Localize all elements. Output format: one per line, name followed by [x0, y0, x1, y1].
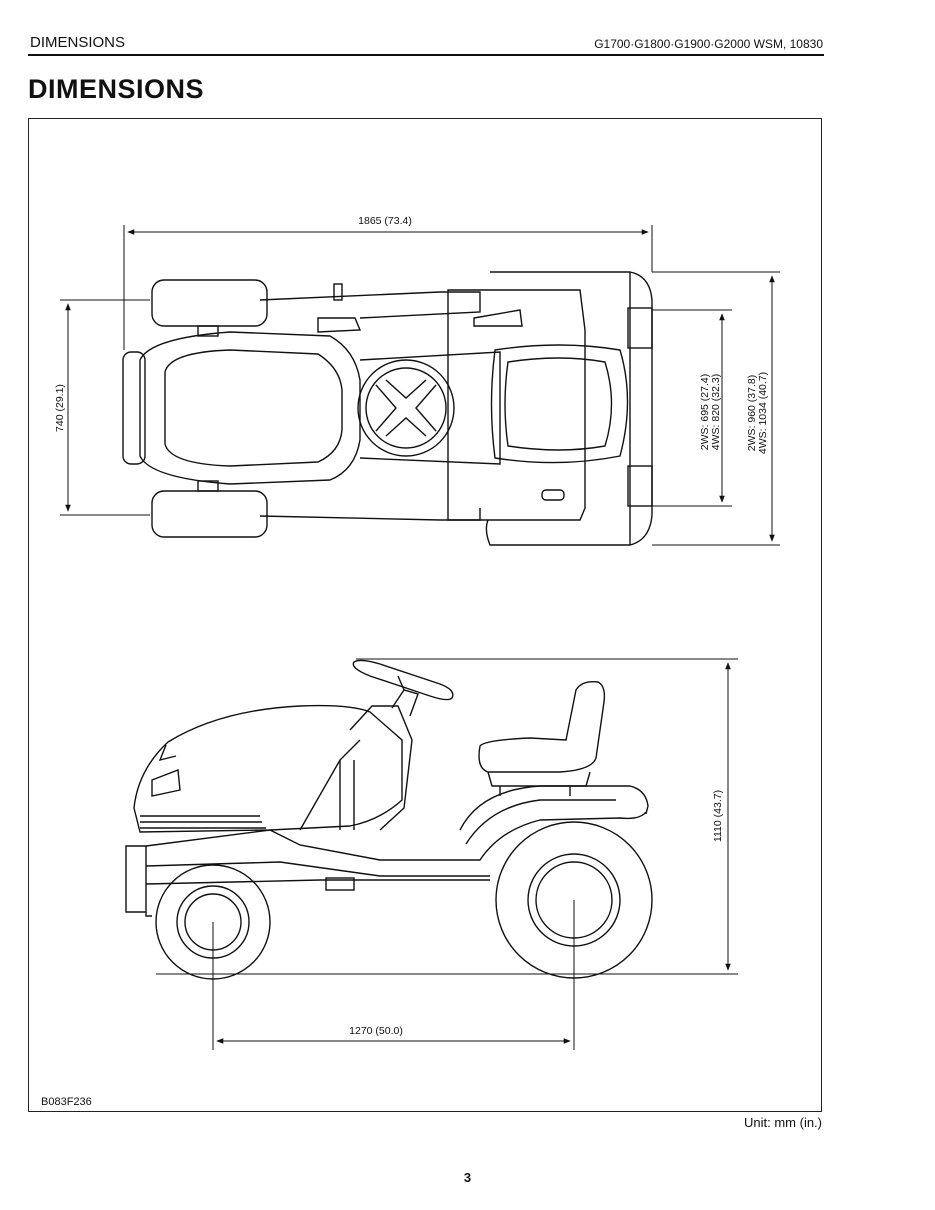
front-left-wheel-top [151, 279, 268, 327]
unit-note: Unit: mm (in.) [744, 1115, 822, 1130]
figure-frame [28, 118, 822, 1112]
header-section-title: DIMENSIONS [30, 34, 126, 51]
overall-width-4ws-label: 4WS: 1034 (40.7) [757, 372, 769, 454]
steering-wheel-side [352, 659, 454, 701]
header-rule [28, 54, 824, 56]
overall-height-label: 1110 (43.7) [712, 790, 724, 842]
hood-side [133, 704, 403, 833]
rear-tread-2ws-label: 2WS: 695 (27.4) [699, 374, 711, 450]
page-title: DIMENSIONS [28, 74, 205, 104]
tractor-top-view [122, 271, 653, 546]
figure-code: B083F236 [41, 1096, 92, 1108]
front-tread-label: 740 (29.1) [54, 384, 66, 432]
wheelbase-label: 1270 (50.0) [349, 1025, 403, 1037]
page-number: 3 [463, 1170, 472, 1185]
seat-top [490, 344, 629, 464]
overall-width-2ws-label: 2WS: 960 (37.8) [746, 375, 758, 451]
seat-side [478, 680, 606, 773]
rear-tread-4ws-label: 4WS: 820 (32.3) [710, 374, 722, 450]
tractor-side-view [125, 659, 653, 980]
overall-length-label: 1865 (73.4) [358, 215, 412, 227]
hood-top [139, 331, 361, 485]
rear-fender-top [447, 289, 586, 521]
header-model-reference: G1700·G1800·G1900·G2000 WSM, 10830 [594, 37, 823, 51]
steering-wheel-top [357, 359, 455, 457]
front-right-wheel-top [151, 490, 268, 538]
